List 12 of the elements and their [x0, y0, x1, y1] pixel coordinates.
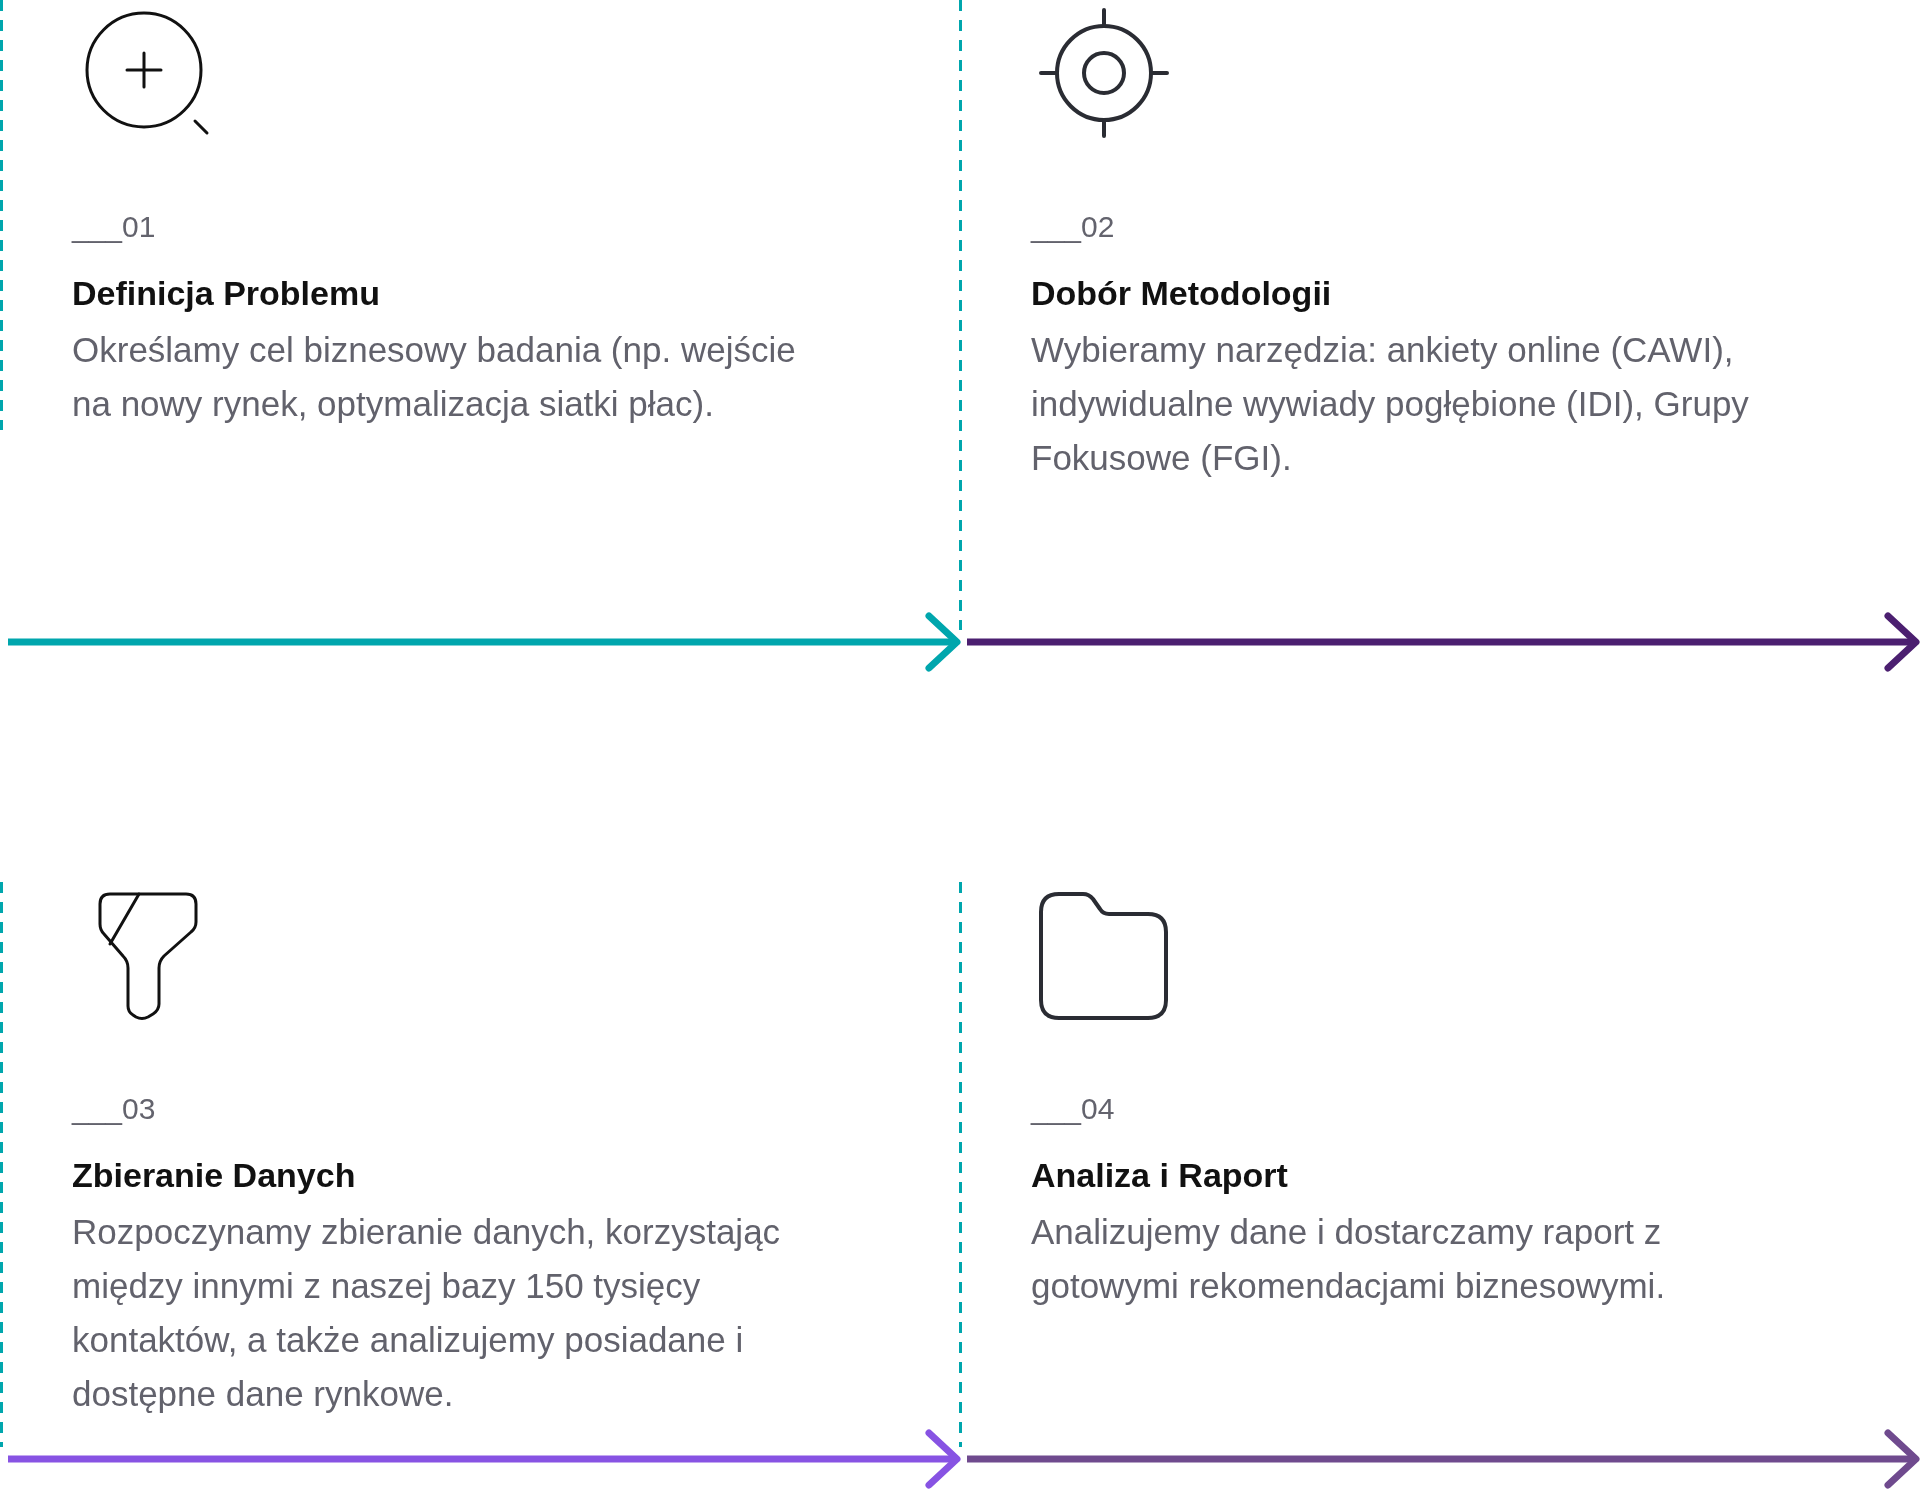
step-number: ___03: [72, 1091, 156, 1127]
step-description: Rozpoczynamy zbieranie danych, korzystając między innymi z naszej bazy 150 tysięcy kontaktów, a także analizujemy posiadane i dostępne dane rynkowe.: [72, 1211, 782, 1415]
step-title: Zbieranie Danych: [72, 1155, 356, 1196]
step-number: ___02: [1031, 209, 1115, 245]
step-description: Wybieramy narzędzia: ankiety online (CAWI), indywidualne wywiady pogłębione (IDI), Grupy Fokusowe (FGI).: [1031, 329, 1750, 479]
step-title: Dobór Metodologii: [1031, 273, 1332, 314]
step-description: Określamy cel biznesowy badania (np. wejście na nowy rynek, optymalizacja siatki płac).: [72, 329, 797, 425]
step-description: Analizujemy dane i dostarczamy raport z gotowymi rekomendacjami biznesowymi.: [1031, 1211, 1667, 1307]
step-title: Analiza i Raport: [1031, 1155, 1288, 1196]
step-number: ___04: [1031, 1091, 1115, 1127]
step-title: Definicja Problemu: [72, 273, 380, 314]
step-number: ___01: [72, 209, 156, 245]
